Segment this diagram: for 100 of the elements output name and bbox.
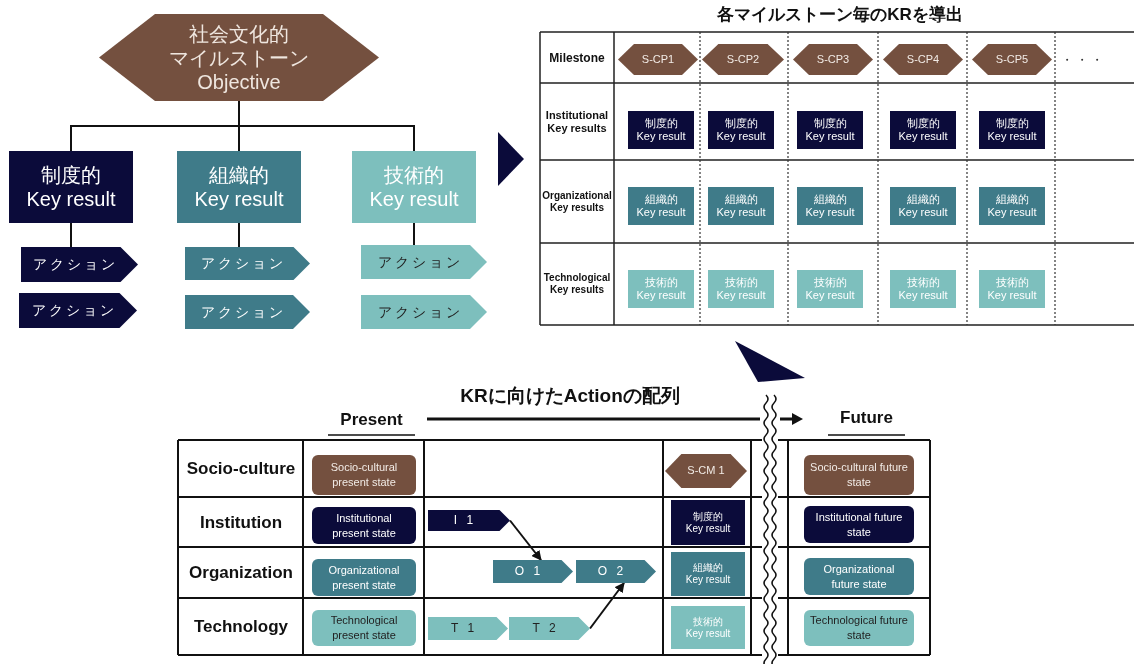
key-result-box [628,270,694,308]
action-tag [428,617,508,640]
node-text: Key result [987,130,1037,144]
node-text: Organizational future state [822,561,896,592]
hexagon-node [793,44,873,75]
node-text: 制度的 [906,116,940,130]
row-header: Institutional Key results [544,108,610,135]
key-result-box [890,111,956,149]
state-box [312,455,416,495]
node-text: Socio-cultural future state [809,460,909,490]
state-box [312,507,416,544]
state-box [804,506,914,543]
key-result-box [628,187,694,225]
node-text: Institutional present state [331,510,397,541]
key-result-box [979,187,1045,225]
node-text: Key result [898,206,948,220]
action-tag [509,617,590,640]
node-text: Key result [898,130,948,144]
node-text: 制度的 [724,116,758,130]
key-result-box [890,187,956,225]
node-text: Key result [898,289,948,303]
action-tag [428,510,510,531]
arrow [509,519,542,561]
node-text: 技術的 [724,275,758,289]
node-text: T 2 [532,621,560,636]
hexagon-node [702,44,784,75]
node-text: Key result [716,130,766,144]
node-text: マイルストーン [169,45,309,70]
node-text: 制度的 [644,116,678,130]
node-text: Key result [685,627,731,640]
node-text: Key result [987,206,1037,220]
key-result-box [671,500,745,545]
node-text: アクション [33,256,119,273]
node-text: Socio-cultural present state [329,460,399,490]
node-text: アクション [377,303,464,321]
state-box [804,558,914,595]
node-text: O 1 [514,564,545,579]
state-box [312,610,416,646]
action-tag [493,560,573,583]
key-result-box [890,270,956,308]
node-text: アクション [31,302,118,319]
node-text: Key result [685,522,731,535]
key-result-box [628,111,694,149]
node-text: アクション [201,255,287,272]
node-text: Key result [26,187,116,211]
node-text: Key result [685,574,731,586]
node-text: 技術的 [906,275,940,289]
node-text: Objective [197,69,281,94]
hexagon-node [972,44,1052,75]
hexagon-node [665,454,747,488]
node-text: 組織的 [813,192,847,206]
row-header: Organizational Key results [541,189,613,214]
action-tag [361,245,487,279]
node-text: 組織的 [724,192,758,206]
node-text: Organizational present state [327,562,401,593]
node-text: 組織的 [995,192,1029,206]
node-text: Key result [636,206,686,220]
section-title: 各マイルストーン毎のKRを導出 [717,4,963,27]
action-tag [185,295,310,329]
arrow [589,582,625,630]
node-text: Institutional future state [814,509,904,540]
ellipsis: ・・・ [1060,51,1106,69]
node-text: 制度的 [813,116,847,130]
node-text: 組織的 [644,192,678,206]
key-result-box [671,606,745,649]
node-text: 組織的 [906,192,940,206]
node-text: Key result [369,187,459,211]
node-text: Key result [805,206,855,220]
node-text: Key result [636,289,686,303]
key-result-box [9,151,133,223]
key-result-box [177,151,301,223]
node-text: 技術的 [995,275,1029,289]
node-text: Key result [716,289,766,303]
hexagon-node [99,14,379,101]
row-header: Organization [189,562,293,585]
node-text: 制度的 [693,510,723,523]
node-text: S-CP2 [726,52,760,67]
node-text: 技術的 [384,163,444,187]
node-text: アクション [377,253,464,271]
timeline-label: Present [340,409,403,432]
section-title: KRに向けたActionの配列 [460,383,680,408]
node-text: Technological present state [329,613,399,643]
connector-line [70,222,72,248]
node-text: Key result [194,187,284,211]
key-result-box [797,187,863,225]
key-result-box [671,552,745,596]
key-result-box [708,270,774,308]
row-header: Socio-culture [186,458,296,481]
timeline-label: Future [840,407,893,430]
key-result-box [979,270,1045,308]
key-result-box [797,111,863,149]
node-text: T 1 [450,621,479,636]
key-result-box [708,111,774,149]
node-text: S-CM 1 [687,464,725,478]
node-text: Key result [805,130,855,144]
key-result-box [797,270,863,308]
node-text: 組織的 [209,163,269,187]
hexagon-node [618,44,698,75]
node-text: S-CP3 [816,52,850,67]
action-tag [361,295,487,329]
